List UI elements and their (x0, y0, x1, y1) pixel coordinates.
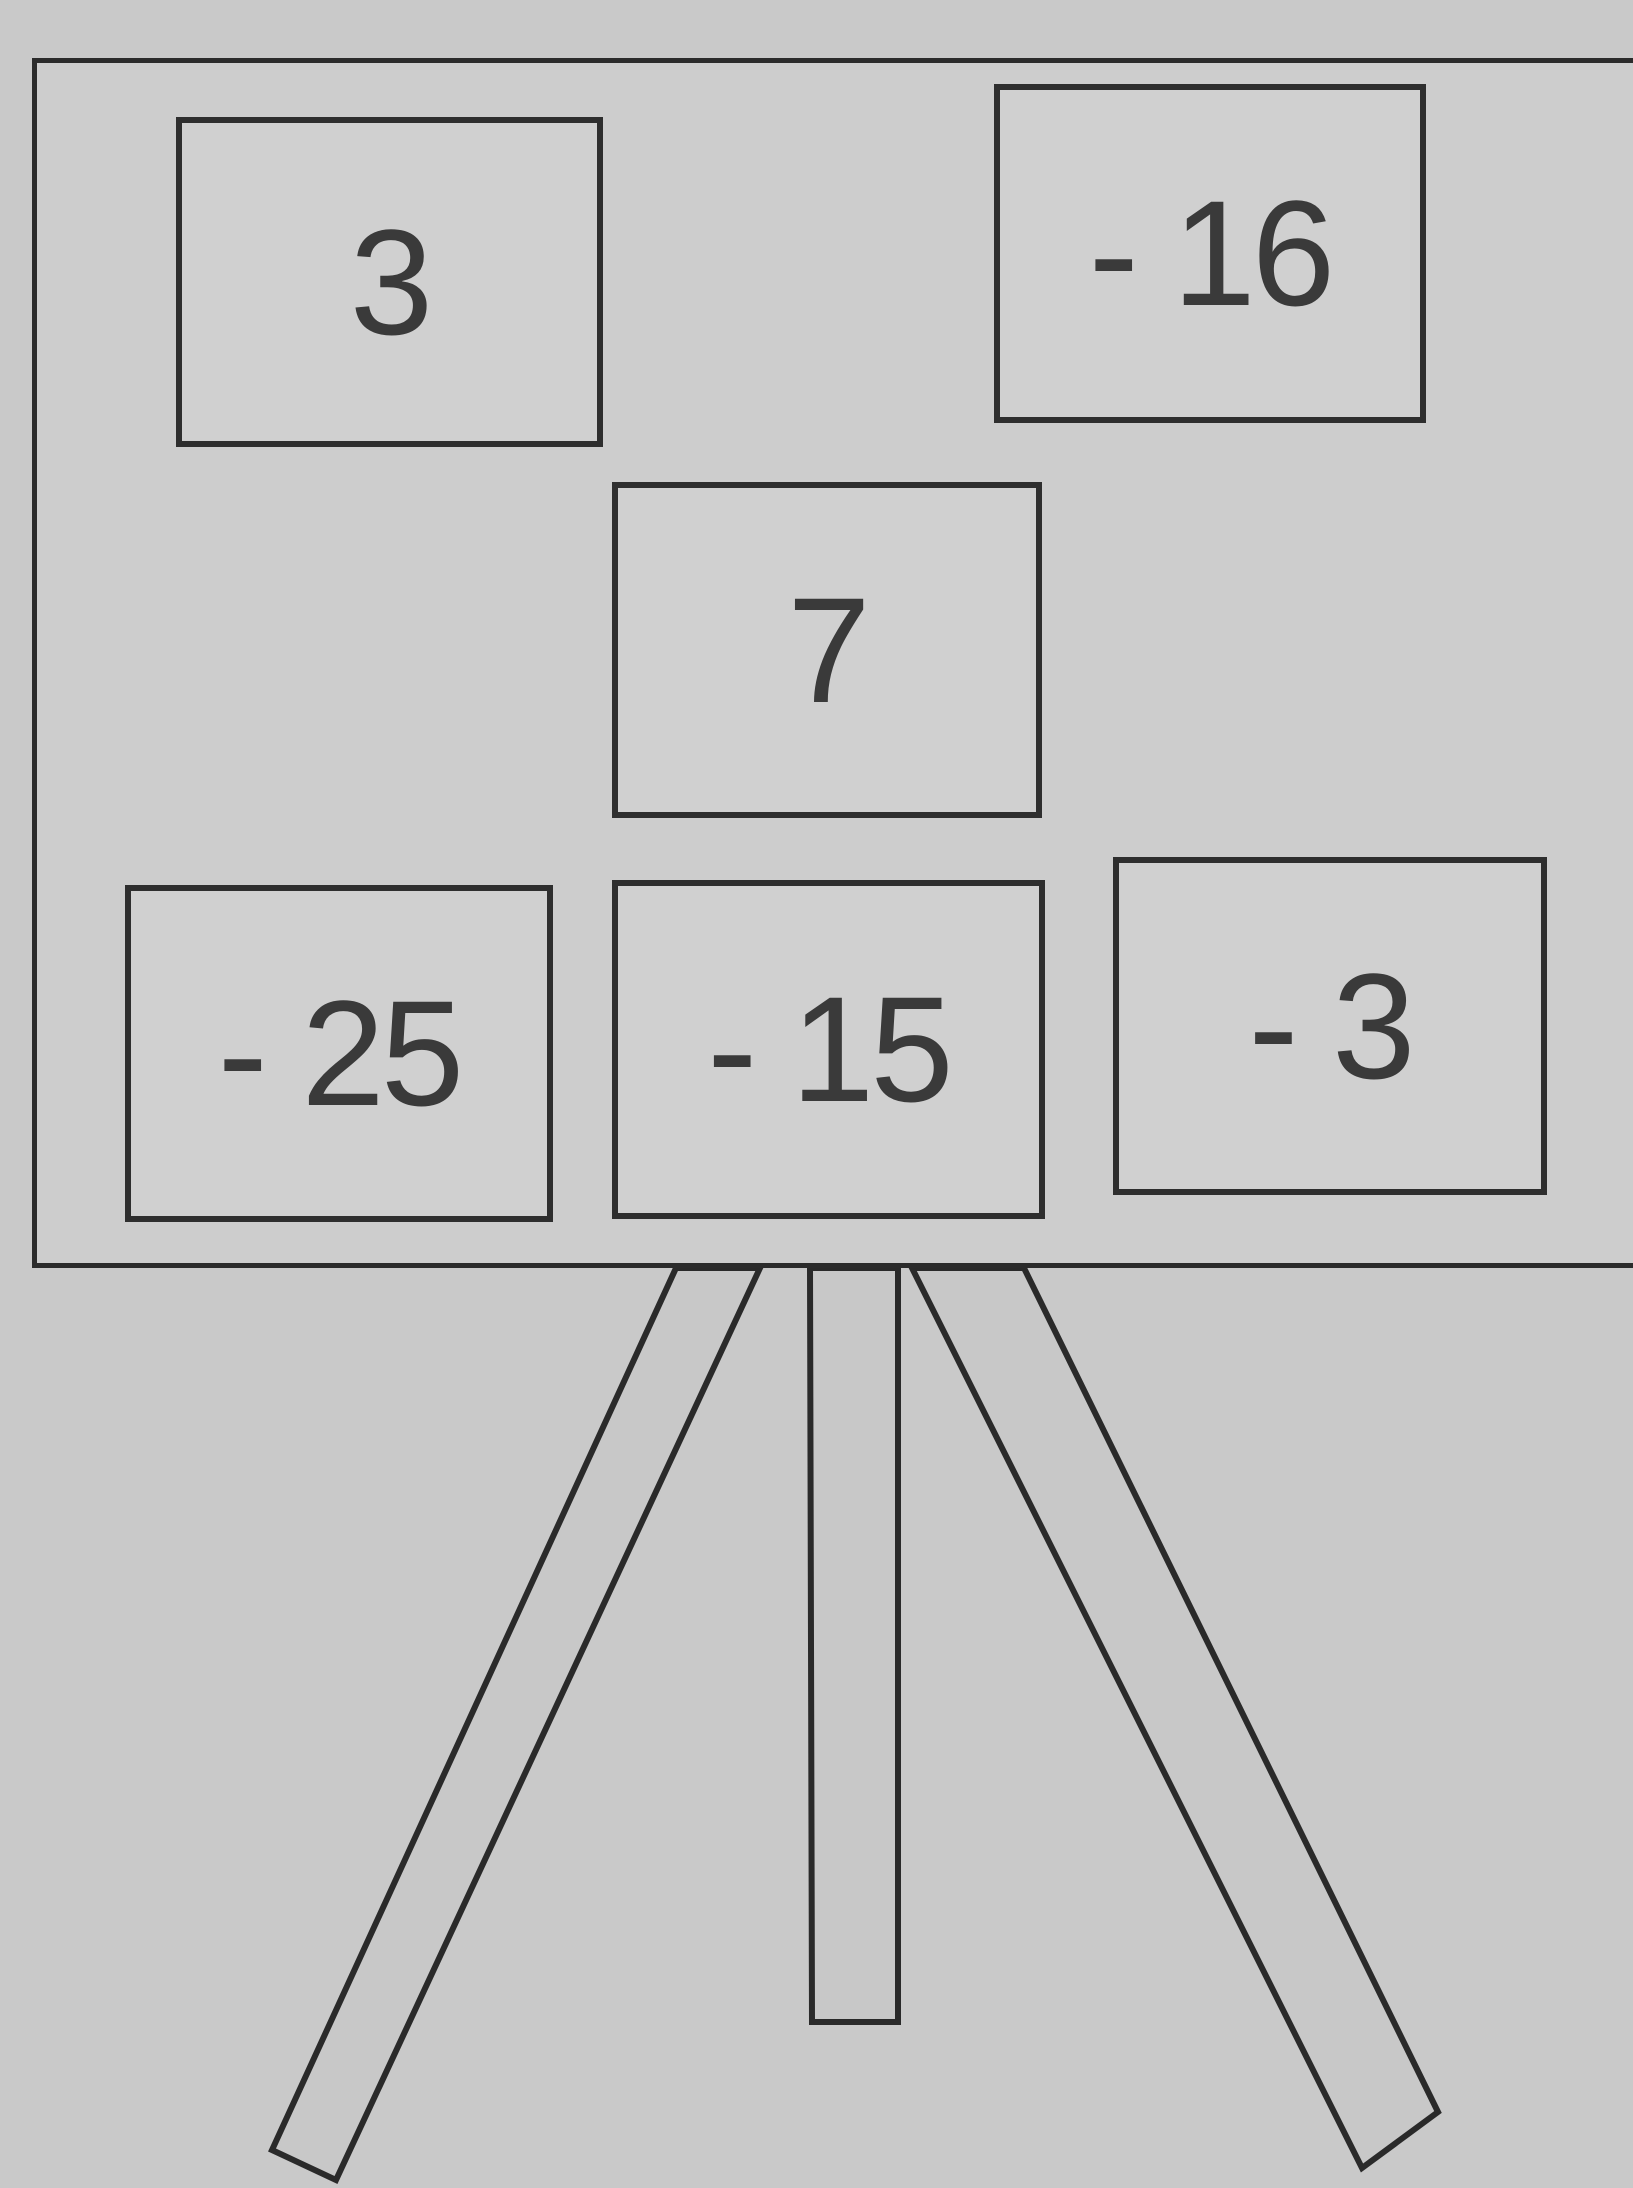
card-value: - 25 (218, 967, 460, 1140)
easel-leg-center (810, 1268, 898, 2022)
card-value: - 16 (1089, 167, 1331, 340)
card-value: 3 (350, 196, 429, 369)
number-card-bottom-middle: - 15 (612, 880, 1045, 1219)
number-card-top-left: 3 (176, 117, 603, 447)
number-card-bottom-right: - 3 (1113, 857, 1547, 1195)
card-value: - 15 (707, 963, 949, 1136)
number-card-middle: 7 (612, 482, 1042, 818)
easel-leg-left (272, 1268, 760, 2180)
number-card-top-right: - 16 (994, 84, 1426, 423)
card-value: 7 (787, 564, 866, 737)
easel-leg-right (912, 1268, 1438, 2168)
card-value: - 3 (1248, 940, 1411, 1113)
number-card-bottom-left: - 25 (125, 885, 553, 1222)
